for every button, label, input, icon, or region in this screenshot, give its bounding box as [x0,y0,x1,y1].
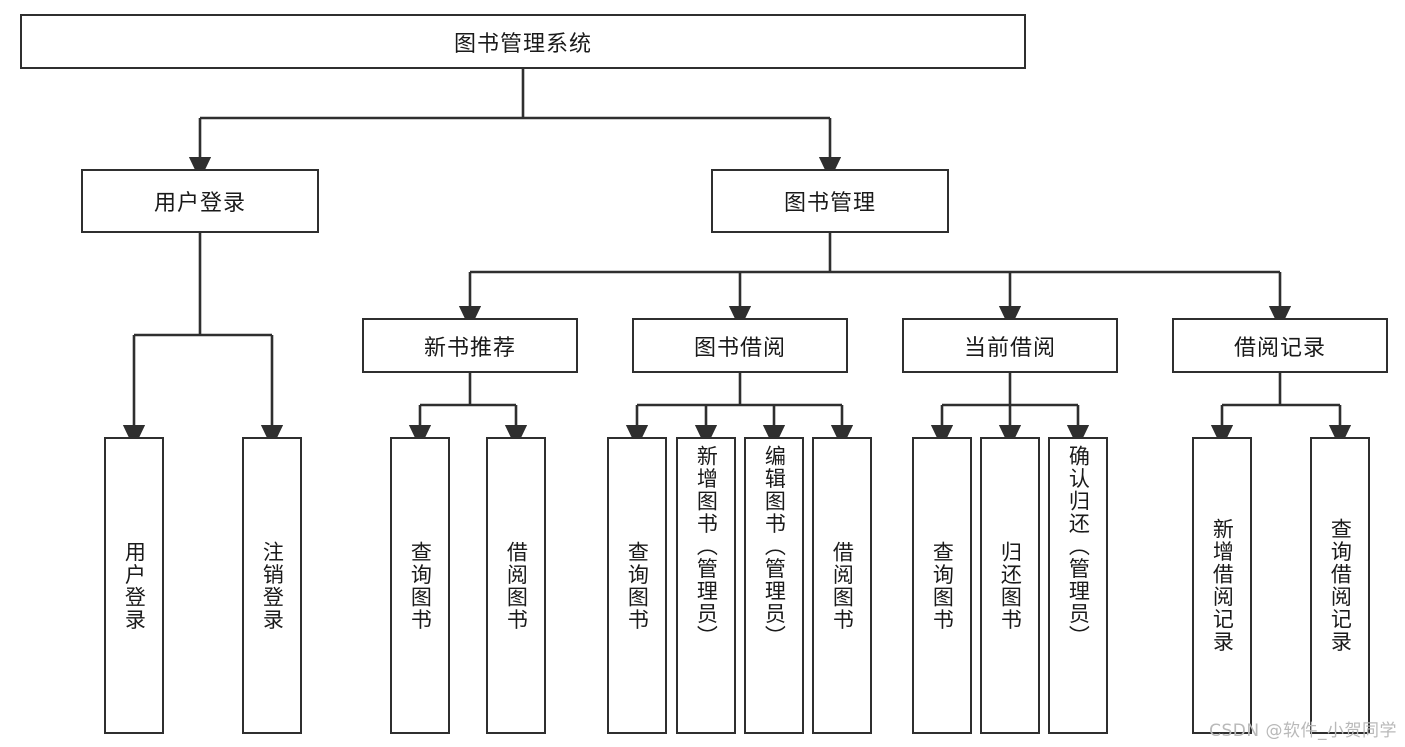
leaf-query-book-borrow[interactable]: 查询图书 [607,437,667,734]
node-label: 新增图书（管理员） [694,445,719,648]
node-label: 新增借阅记录 [1210,518,1235,653]
node-label: 归还图书 [998,540,1023,631]
node-label: 图书管理 [783,191,876,216]
leaf-user-logout[interactable]: 注销登录 [242,437,302,734]
node-label: 确认归还（管理员） [1066,445,1091,648]
node-current-borrow[interactable]: 当前借阅 [902,318,1118,373]
leaf-confirm-return-admin[interactable]: 确认归还（管理员） [1048,437,1108,734]
node-label: 图书管理系统 [453,31,592,57]
node-label: 图书借阅 [693,335,786,361]
node-label: 新书推荐 [423,335,516,361]
node-label: 查询借阅记录 [1328,518,1353,653]
leaf-return-book[interactable]: 归还图书 [980,437,1040,734]
node-label: 用户登录 [153,191,246,216]
node-label: 查询图书 [930,540,955,631]
node-book-borrow[interactable]: 图书借阅 [632,318,848,373]
node-label: 注销登录 [260,540,285,631]
watermark-text: CSDN @软件_小贺同学 [1209,721,1397,741]
node-root-system[interactable]: 图书管理系统 [20,14,1026,69]
leaf-user-login[interactable]: 用户登录 [104,437,164,734]
leaf-add-borrow-record[interactable]: 新增借阅记录 [1192,437,1252,734]
node-borrow-record[interactable]: 借阅记录 [1172,318,1388,373]
node-label: 编辑图书（管理员） [762,445,787,648]
node-label: 当前借阅 [963,335,1056,361]
leaf-query-book-current[interactable]: 查询图书 [912,437,972,734]
node-label: 借阅图书 [504,540,529,631]
leaf-query-borrow-record[interactable]: 查询借阅记录 [1310,437,1370,734]
node-label: 查询图书 [625,540,650,631]
leaf-query-book-new[interactable]: 查询图书 [390,437,450,734]
leaf-borrow-book-new[interactable]: 借阅图书 [486,437,546,734]
node-label: 借阅记录 [1233,335,1326,361]
leaf-borrow-book[interactable]: 借阅图书 [812,437,872,734]
node-label: 查询图书 [408,540,433,631]
leaf-edit-book-admin[interactable]: 编辑图书（管理员） [744,437,804,734]
node-user-login[interactable]: 用户登录 [81,169,319,233]
leaf-add-book-admin[interactable]: 新增图书（管理员） [676,437,736,734]
node-label: 借阅图书 [830,540,855,631]
node-new-book-recommend[interactable]: 新书推荐 [362,318,578,373]
node-label: 用户登录 [122,540,147,631]
node-book-management[interactable]: 图书管理 [711,169,949,233]
